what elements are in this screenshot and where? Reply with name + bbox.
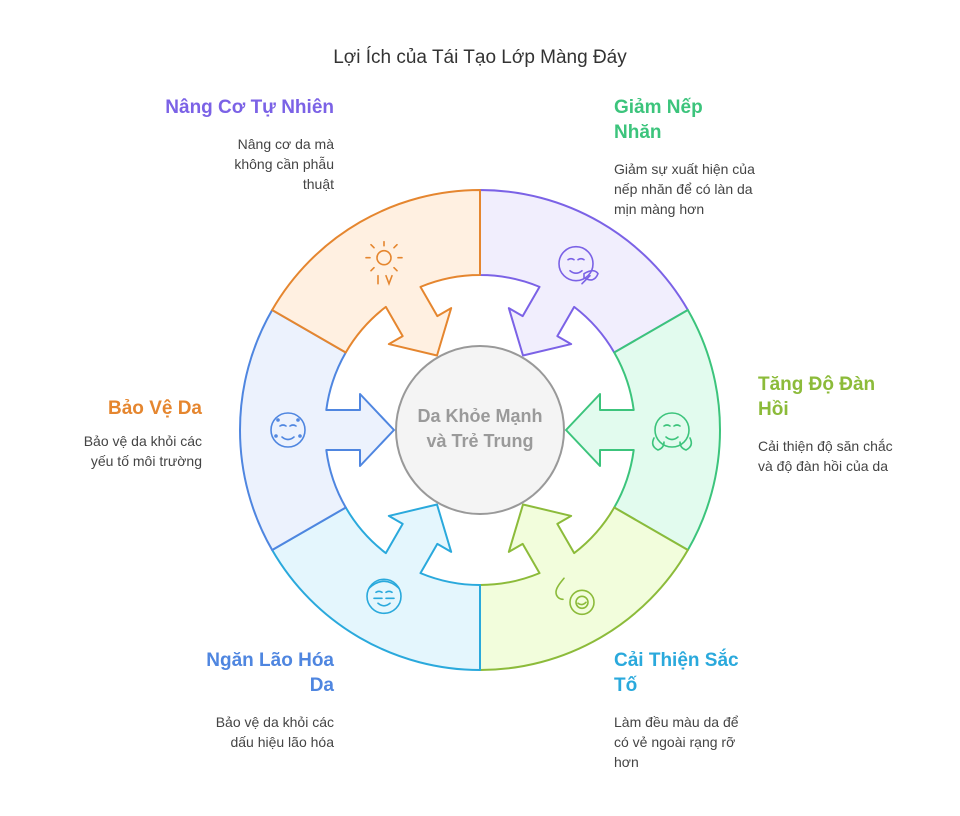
label-desc: Làm đều màu da để có vẻ ngoài rạng rỡ hơ…	[614, 714, 739, 770]
label-cai-thien-sac-to: Cải Thiện Sắc Tố Làm đều màu da để có vẻ…	[614, 648, 804, 772]
face-dots-icon	[270, 412, 306, 448]
center-label: Da Khỏe Mạnh và Trẻ Trung	[396, 404, 564, 454]
label-desc: Bảo vệ da khỏi các yếu tố môi trường	[83, 433, 202, 469]
label-bao-ve-da: Bảo Vệ Da Bảo vệ da khỏi các yếu tố môi …	[12, 396, 202, 471]
label-ngan-lao-hoa: Ngăn Lão Hóa Da Bảo vệ da khỏi các dấu h…	[144, 648, 334, 752]
label-title: Bảo Vệ Da	[108, 398, 202, 419]
center-label-line2: và Trẻ Trung	[426, 431, 534, 451]
sun-uv-icon	[365, 240, 403, 287]
label-title: Nâng Cơ Tự Nhiên	[165, 97, 334, 118]
label-title: Cải Thiện Sắc Tố	[614, 650, 739, 696]
label-giam-nep-nhan: Giảm Nếp Nhăn Giảm sự xuất hiện của nếp …	[614, 95, 804, 219]
sector-giam-nep-nhan	[565, 309, 721, 551]
droplet-cream-icon	[555, 577, 595, 616]
face-leaf-icon	[558, 245, 599, 285]
label-desc: Cải thiện độ săn chắc và độ đàn hồi của …	[758, 438, 893, 474]
label-tang-do-dan-hoi: Tăng Độ Đàn Hồi Cải thiện độ săn chắc và…	[758, 372, 948, 476]
label-title: Tăng Độ Đàn Hồi	[758, 374, 876, 420]
center-label-line1: Da Khỏe Mạnh	[417, 406, 543, 426]
label-title: Giảm Nếp Nhăn	[614, 97, 703, 143]
label-desc: Nâng cơ da mà không cần phẫu thuật	[234, 136, 334, 192]
center-circle	[395, 345, 565, 515]
label-nang-co: Nâng Cơ Tự Nhiên Nâng cơ da mà không cần…	[144, 95, 334, 194]
label-title: Ngăn Lão Hóa Da	[206, 650, 334, 696]
diagram-title: Lợi Ích của Tái Tạo Lớp Màng Đáy	[333, 47, 627, 68]
smiling-face-hands-icon	[651, 412, 693, 451]
label-desc: Bảo vệ da khỏi các dấu hiệu lão hóa	[215, 714, 334, 750]
sector-bao-ve-da	[271, 189, 481, 357]
sector-ngan-lao-hoa	[239, 309, 395, 551]
label-desc: Giảm sự xuất hiện của nếp nhăn để có làn…	[614, 161, 755, 217]
face-mask-icon	[366, 578, 402, 615]
